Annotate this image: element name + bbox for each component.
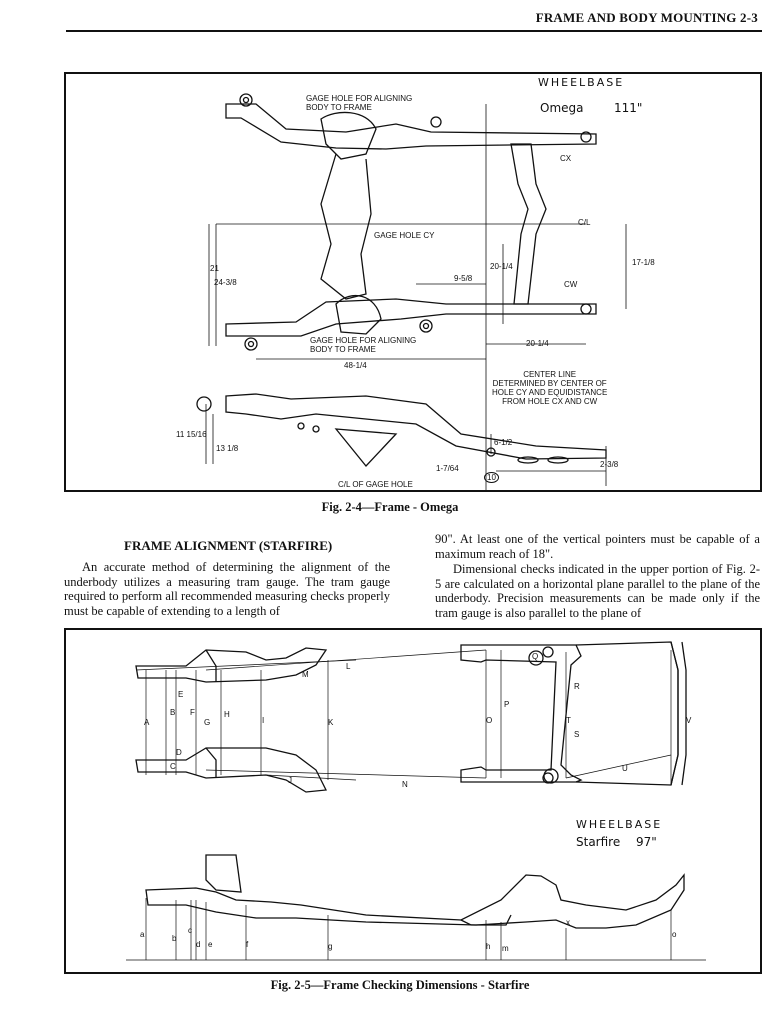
- dim-24-3-8: 24-3/8: [214, 278, 237, 287]
- model-name: Omega: [540, 101, 584, 115]
- plan-letter-k: K: [328, 718, 334, 727]
- plan-letter-l: L: [346, 662, 351, 671]
- header-rule: [66, 30, 762, 32]
- side-letter-o: o: [672, 930, 677, 939]
- cx-label: CX: [560, 154, 572, 163]
- plan-letter-i: I: [262, 716, 265, 725]
- figure1-caption: Fig. 2-4—Frame - Omega: [321, 500, 459, 514]
- cl-label: C/L: [578, 218, 591, 227]
- dim-2-3-8: 2-3/8: [600, 460, 619, 469]
- dim-17-1-8: 17-1/8: [632, 258, 655, 267]
- model-name-starfire: Starfire: [576, 835, 621, 849]
- left-paragraph: An accurate method of determining the al…: [64, 560, 390, 618]
- side-letter-c: c: [188, 926, 192, 935]
- plan-letter-h: H: [224, 710, 230, 719]
- plan-letter-e: E: [178, 690, 184, 699]
- dim-48-1-4: 48-1/4: [344, 361, 367, 370]
- center-line-label: CENTER LINE DETERMINED BY CENTER OF HOLE…: [492, 370, 608, 406]
- plan-letter-r: R: [574, 682, 580, 691]
- plan-letter-c: C: [170, 762, 176, 771]
- side-letter-f: f: [246, 940, 249, 949]
- plan-letter-o: O: [486, 716, 493, 725]
- side-letter-x: x: [566, 918, 570, 927]
- side-letter-h: h: [486, 942, 491, 951]
- plan-letter-s: S: [574, 730, 580, 739]
- right-paragraph-1: 90". At least one of the vertical pointe…: [435, 532, 760, 561]
- dim-1-7-64: 1-7/64: [436, 464, 459, 473]
- side-letter-a: a: [140, 930, 145, 939]
- plan-letter-n: N: [402, 780, 408, 789]
- dim-9-5-8: 9-5/8: [454, 274, 473, 283]
- side-letter-b: b: [172, 934, 177, 943]
- side-letter-e: e: [208, 940, 213, 949]
- gage-hole-top-label: GAGE HOLE FOR ALIGNING BODY TO FRAME: [306, 94, 413, 112]
- plan-letter-u: U: [622, 764, 628, 773]
- cw-label: CW: [564, 280, 578, 289]
- dim-11-15-16: 11 15/16: [176, 430, 207, 439]
- side-letter-m: m: [502, 944, 509, 953]
- plan-letter-a: A: [144, 718, 150, 727]
- gage-hole-cy-label: GAGE HOLE CY: [374, 231, 435, 240]
- right-paragraph-2: Dimensional checks indicated in the uppe…: [435, 562, 760, 620]
- wheelbase-label-starfire: WHEELBASE: [576, 818, 663, 831]
- gage-hole-bottom-label: GAGE HOLE FOR ALIGNING BODY TO FRAME: [310, 336, 417, 354]
- plan-letter-t: T: [566, 716, 571, 725]
- plan-letter-v: V: [686, 716, 692, 725]
- plan-letter-g: G: [204, 718, 211, 727]
- cl-gage-hole-label: C/L OF GAGE HOLE: [338, 480, 413, 489]
- figure2-caption: Fig. 2-5—Frame Checking Dimensions - Sta…: [270, 978, 530, 992]
- dim-20-1-4-b: 20-1/4: [526, 339, 549, 348]
- dim-20-1-4-a: 20-1/4: [490, 262, 513, 271]
- plan-letter-m: M: [302, 670, 309, 679]
- page-header: FRAME AND BODY MOUNTING 2-3: [535, 10, 758, 25]
- wheelbase-value-starfire: 97": [636, 835, 657, 849]
- plan-letter-b: B: [170, 708, 176, 717]
- dim-6-1-2: 6-1/2: [494, 438, 513, 447]
- wheelbase-label: WHEELBASE: [538, 76, 625, 89]
- figure-omega-frame: WHEELBASE Omega 111" GAGE HOLE FOR ALIGN…: [64, 72, 762, 492]
- plan-letter-j: J: [288, 776, 292, 785]
- dim-21: 21: [210, 264, 219, 273]
- section-heading: FRAME ALIGNMENT (STARFIRE): [124, 538, 333, 553]
- side-letter-d: d: [196, 940, 201, 949]
- figure-starfire-frame: A B C D E F G H I J K L M N O P Q R S T …: [64, 628, 762, 974]
- starfire-frame-drawing: [126, 641, 706, 961]
- plan-letter-p: P: [504, 700, 510, 709]
- omega-frame-drawing: [196, 93, 627, 490]
- side-letter-g: g: [328, 942, 333, 951]
- dim-13-1-8: 13 1/8: [216, 444, 239, 453]
- wheelbase-value: 111": [614, 101, 643, 115]
- dim-10: 10: [484, 472, 499, 483]
- plan-letter-q: Q: [532, 652, 539, 661]
- plan-letter-d: D: [176, 748, 182, 757]
- plan-letter-f: F: [190, 708, 195, 717]
